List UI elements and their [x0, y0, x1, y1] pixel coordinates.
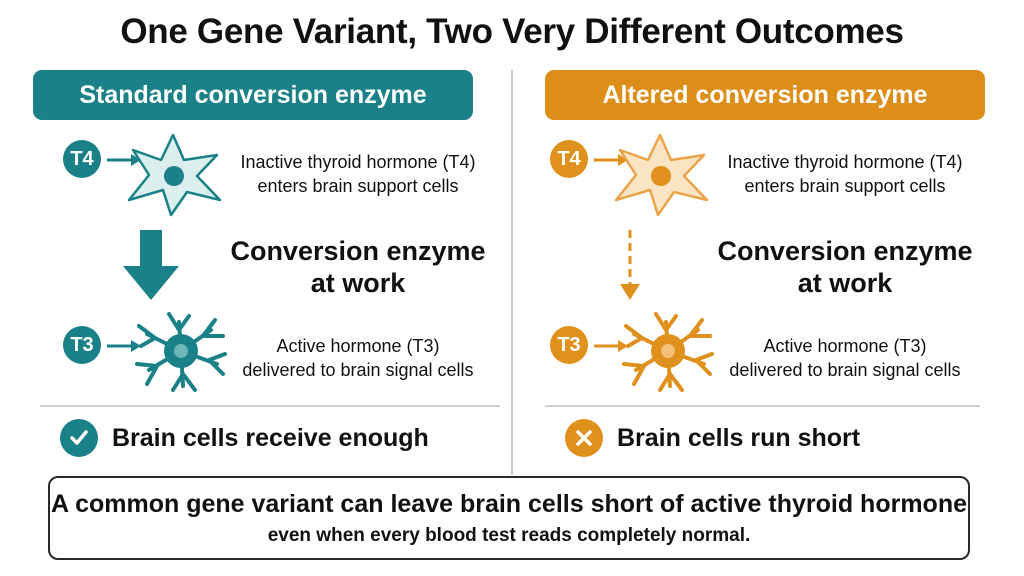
arrow-right-icon: [107, 340, 141, 352]
t3-description-line2: delivered to brain signal cells: [729, 360, 961, 380]
altered-outcome-text: Brain cells run short: [617, 423, 861, 452]
summary-line1: A common gene variant can leave brain ce…: [51, 490, 967, 518]
support-cell-icon: [127, 133, 222, 217]
support-cell-icon: [614, 133, 709, 217]
x-icon: [565, 419, 603, 457]
enzyme-label-line1: Conversion enzyme: [230, 236, 486, 266]
t4-description-line2: enters brain support cells: [744, 176, 946, 196]
enzyme-label-line2: at work: [797, 268, 893, 298]
t3-description-line1: Active hormone (T3): [276, 336, 440, 356]
altered-header: Altered conversion enzyme: [545, 70, 985, 120]
vertical-divider: [511, 70, 513, 475]
t4-badge: T4: [63, 140, 101, 178]
right-outcome-divider: [545, 405, 980, 407]
arrow-right-icon: [594, 154, 628, 166]
t4-description-line1: Inactive thyroid hormone (T4): [727, 152, 963, 172]
altered-outcome: Brain cells run short: [565, 418, 860, 458]
standard-header: Standard conversion enzyme: [33, 70, 473, 120]
arrow-right-icon: [594, 340, 628, 352]
t4-description-line2: enters brain support cells: [257, 176, 459, 196]
standard-outcome: Brain cells receive enough: [60, 418, 429, 458]
summary-box: A common gene variant can leave brain ce…: [48, 476, 970, 560]
t4-description-line1: Inactive thyroid hormone (T4): [240, 152, 476, 172]
t3-description-line2: delivered to brain signal cells: [242, 360, 474, 380]
dashed-down-arrow-icon: [620, 230, 640, 300]
t4-badge: T4: [550, 140, 588, 178]
t3-description-line1: Active hormone (T3): [763, 336, 927, 356]
summary-line2: even when every blood test reads complet…: [267, 525, 751, 546]
page-title: One Gene Variant, Two Very Different Out…: [120, 12, 904, 51]
enzyme-label-line2: at work: [310, 268, 406, 298]
neuron-icon: [135, 312, 227, 392]
neuron-icon: [622, 312, 714, 392]
standard-panel: Standard conversion enzyme T4 Inactive t…: [33, 70, 486, 400]
arrow-right-icon: [107, 154, 141, 166]
check-icon: [60, 419, 98, 457]
solid-down-arrow-icon: [123, 230, 179, 300]
enzyme-label-line1: Conversion enzyme: [717, 236, 973, 266]
altered-panel: Altered conversion enzyme T4 Inactive th…: [545, 70, 985, 400]
left-outcome-divider: [40, 405, 500, 407]
t3-badge: T3: [550, 326, 588, 364]
t3-badge: T3: [63, 326, 101, 364]
standard-outcome-text: Brain cells receive enough: [112, 423, 429, 452]
